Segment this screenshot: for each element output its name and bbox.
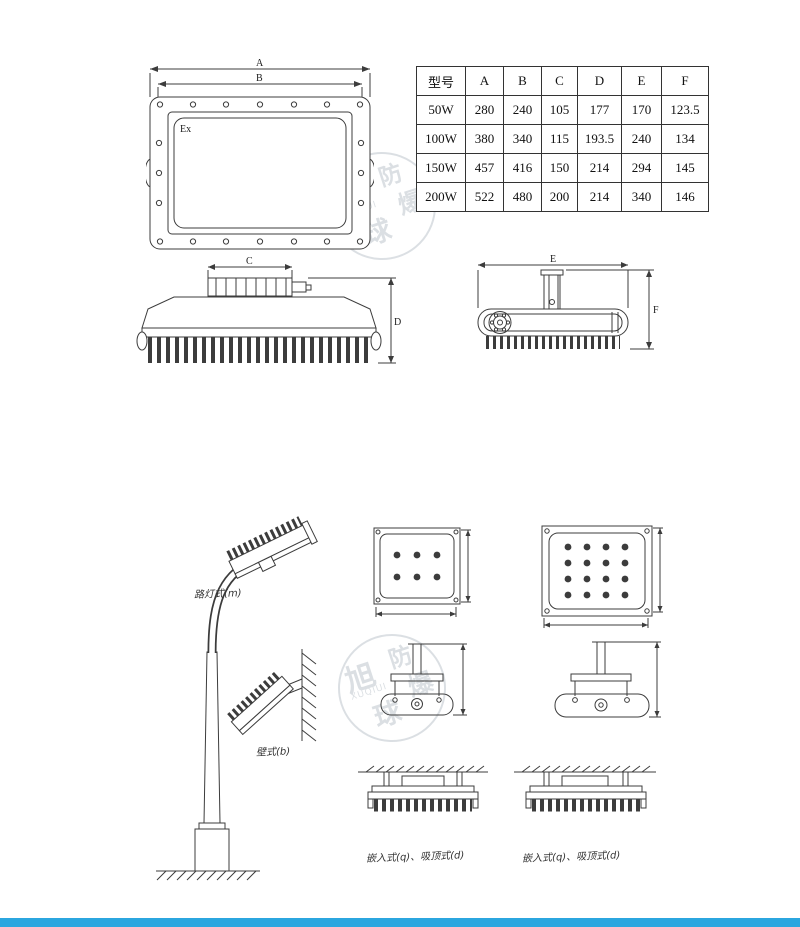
- cell: 177: [577, 95, 622, 125]
- cell: 134: [661, 124, 709, 154]
- dimension-e: [477, 262, 629, 308]
- cell: 115: [541, 124, 578, 154]
- cell: 340: [621, 182, 662, 212]
- cell: 416: [503, 153, 542, 183]
- cell: 457: [465, 153, 504, 183]
- ceiling: [358, 765, 488, 773]
- cell: 150W: [416, 153, 466, 183]
- ceiling-fixture: [367, 771, 479, 812]
- table-row: 100W 380 340 115 193.5 240 134: [416, 124, 709, 154]
- wall-mount-drawing: [227, 649, 317, 742]
- mount-bracket: [540, 269, 564, 310]
- dim-label-d: D: [394, 317, 401, 328]
- dimension-d: [308, 277, 396, 364]
- wall-mount-label: 壁式(b): [255, 746, 291, 759]
- module-face-small: [373, 527, 471, 617]
- table-header-row: 型号 A B C D E F: [416, 66, 709, 96]
- col-header: B: [503, 66, 542, 96]
- col-header: E: [621, 66, 662, 96]
- pendant-housing: [554, 693, 650, 718]
- led-dots: [564, 543, 629, 599]
- cell: 480: [503, 182, 542, 212]
- ceiling-fixture: [525, 771, 647, 812]
- stem: [570, 641, 632, 696]
- cell: 150: [541, 153, 578, 183]
- cell: 200W: [416, 182, 466, 212]
- front-housing: [146, 96, 374, 250]
- wall-lamp-head: [227, 671, 294, 736]
- cell: 146: [661, 182, 709, 212]
- dimension-f: [566, 269, 654, 350]
- table-row: 150W 457 416 150 214 294 145: [416, 153, 709, 183]
- dimension-b: [157, 81, 363, 97]
- col-header: 型号: [416, 66, 466, 96]
- pole-mount-label: 路灯式(m): [193, 588, 242, 601]
- module-frame: [373, 527, 461, 605]
- front-view-drawing: A B Ex: [146, 58, 374, 250]
- cell: 214: [577, 182, 622, 212]
- dim-label-f: F: [653, 305, 659, 316]
- dimension-lines: [605, 641, 661, 718]
- stem: [390, 643, 444, 696]
- cell: 123.5: [661, 95, 709, 125]
- ceiling-mount-drawing-2: [514, 765, 656, 812]
- cell: 240: [621, 124, 662, 154]
- ceiling-mount-drawing-1: [358, 765, 488, 812]
- pendant-view-large: [554, 641, 661, 718]
- wall: [301, 649, 317, 742]
- pendant-housing: [380, 693, 454, 716]
- cell: 280: [465, 95, 504, 125]
- cell: 170: [621, 95, 662, 125]
- cell: 50W: [416, 95, 466, 125]
- ceiling-mount-label-1: 嵌入式(q)、吸顶式(d): [365, 850, 465, 865]
- cell: 105: [541, 95, 578, 125]
- side-housing: [136, 296, 382, 363]
- dim-label-c: C: [246, 256, 253, 267]
- cell: 145: [661, 153, 709, 183]
- cell: 294: [621, 153, 662, 183]
- cell: 193.5: [577, 124, 622, 154]
- cell: 214: [577, 153, 622, 183]
- dimension-lines: [423, 643, 467, 716]
- cell: 100W: [416, 124, 466, 154]
- ceiling: [514, 765, 656, 773]
- dimension-a: [149, 66, 371, 97]
- spec-table: 型号 A B C D E F 50W 280 240 105 177 170 1…: [416, 66, 709, 212]
- dim-label-b: B: [256, 73, 263, 84]
- dimension-lines: [375, 529, 471, 617]
- ground: [156, 870, 260, 881]
- dimension-c: [207, 264, 293, 278]
- cell: 522: [465, 182, 504, 212]
- driver-box: [207, 277, 312, 297]
- side-view-drawing: C D: [136, 256, 401, 364]
- cell: 240: [503, 95, 542, 125]
- pole-mount-drawing: [156, 516, 318, 881]
- col-header: A: [465, 66, 504, 96]
- pendant-view-small: [380, 643, 467, 716]
- dim-label-a: A: [256, 58, 264, 69]
- col-header: F: [661, 66, 709, 96]
- table-row: 50W 280 240 105 177 170 123.5: [416, 95, 709, 125]
- bottom-accent-bar: [0, 918, 800, 927]
- dimension-lines: [543, 527, 663, 628]
- dim-label-e: E: [550, 254, 556, 265]
- cell: 380: [465, 124, 504, 154]
- pole-lamp-head: [226, 516, 318, 579]
- led-dots: [393, 551, 441, 581]
- col-header: C: [541, 66, 578, 96]
- module-frame: [541, 525, 653, 617]
- ex-mark: Ex: [180, 124, 191, 135]
- cell: 200: [541, 182, 578, 212]
- cell: 340: [503, 124, 542, 154]
- module-face-large: [541, 525, 663, 628]
- end-housing: [477, 308, 629, 349]
- col-header: D: [577, 66, 622, 96]
- end-view-drawing: E F: [477, 254, 659, 350]
- ceiling-mount-label-2: 嵌入式(q)、吸顶式(d): [521, 850, 621, 865]
- table-row: 200W 522 480 200 214 340 146: [416, 182, 709, 212]
- watermark-char: 防: [375, 159, 406, 192]
